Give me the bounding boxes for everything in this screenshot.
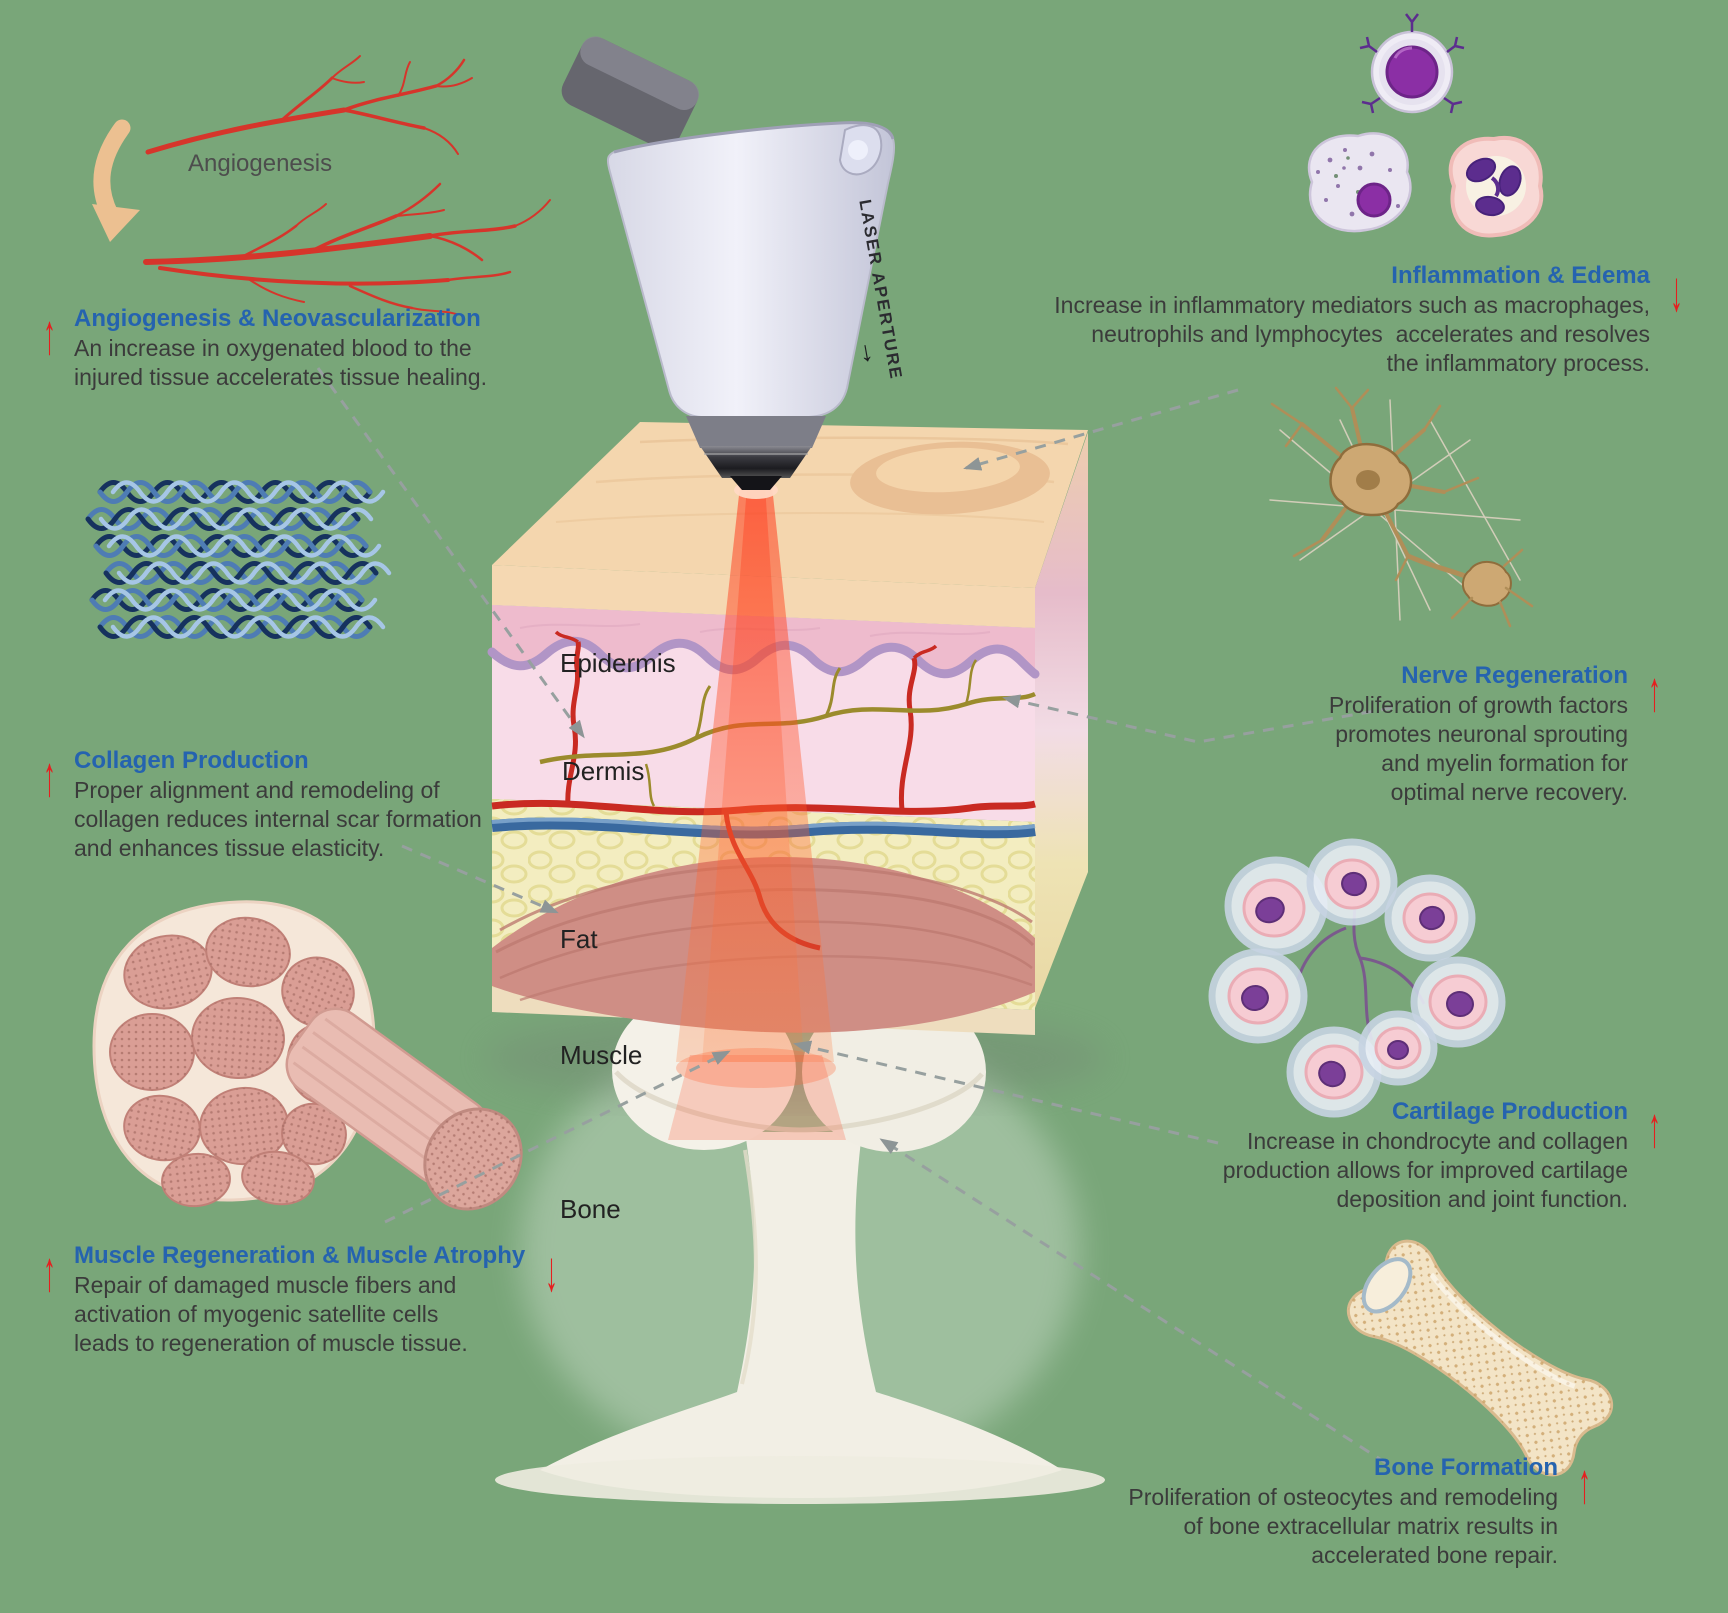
aperture-opening — [730, 476, 782, 490]
connector-inflammation — [963, 388, 1239, 471]
connector-angiogenesis — [316, 367, 585, 739]
up-arrow-icon: ↑ — [43, 746, 56, 809]
vein — [491, 817, 1036, 839]
layer-label-muscle: Muscle — [560, 1040, 643, 1070]
annotation-muscle: ↑ ↓ Muscle Regeneration & Muscle Atrophy… — [43, 1240, 558, 1358]
annotation-angiogenesis: ↑ Angiogenesis & Neovascularization An i… — [43, 303, 487, 392]
connector-cartilage — [793, 1040, 1219, 1145]
bone-illustration — [1346, 1239, 1614, 1477]
angiogenesis-arrow — [92, 119, 140, 242]
nerve-fiber — [539, 691, 1036, 765]
angiogenesis-label: Angiogenesis — [188, 150, 333, 177]
up-arrow-icon: ↑ — [43, 1241, 56, 1304]
laser-beam — [668, 481, 846, 1140]
up-arrow-icon: ↑ — [1578, 1453, 1591, 1516]
neuron-illustration — [1269, 386, 1534, 628]
annotation-title: Muscle Regeneration & Muscle Atrophy — [74, 1242, 526, 1269]
annotation-bone: ↑ Bone Formation Proliferation of osteoc… — [1128, 1452, 1590, 1570]
annotation-collagen: ↑ Collagen Production Proper alignment a… — [43, 745, 482, 863]
cartilage-illustration — [1208, 838, 1506, 1118]
connector-collagen — [401, 844, 559, 914]
layer-label-bone: Bone — [560, 1194, 621, 1224]
down-arrow-icon: ↓ — [545, 1241, 559, 1304]
laser-device — [561, 36, 896, 490]
connector-nerve — [1002, 694, 1393, 744]
annotation-inflammation: ↓ Inflammation & Edema Increase in infla… — [1054, 260, 1683, 378]
annotation-title: Angiogenesis & Neovascularization — [74, 305, 481, 332]
layer-label-fat: Fat — [560, 924, 598, 954]
macrophage-cell — [1307, 132, 1412, 233]
immune-cells-illustration — [1307, 13, 1544, 238]
annotation-title: Inflammation & Edema — [1391, 262, 1650, 289]
annotation-body: Repair of damaged muscle fibers and acti… — [74, 1272, 468, 1356]
lymphocyte-cell — [1359, 13, 1465, 114]
annotation-body: Proliferation of growth factors promotes… — [1328, 692, 1628, 805]
annotation-body: Proliferation of osteocytes and remodeli… — [1128, 1484, 1558, 1568]
connector-muscle — [384, 1050, 731, 1224]
annotation-title: Nerve Regeneration — [1401, 662, 1628, 689]
annotation-title: Collagen Production — [74, 747, 309, 774]
collagen-illustration — [88, 483, 389, 637]
artery — [491, 799, 1036, 816]
up-arrow-icon: ↑ — [1648, 1097, 1661, 1160]
layer-label-dermis: Dermis — [562, 756, 645, 786]
annotation-body: An increase in oxygenated blood to the i… — [74, 335, 487, 390]
annotation-body: Increase in chondrocyte and collagen pro… — [1222, 1128, 1628, 1212]
muscle-illustration — [92, 900, 523, 1211]
down-arrow-icon: ↓ — [1670, 261, 1683, 324]
annotation-nerve: ↑ Nerve Regeneration Proliferation of gr… — [1328, 660, 1661, 807]
up-arrow-icon: ↑ — [1648, 661, 1661, 724]
connector-lines — [316, 367, 1393, 1465]
laser-aperture-arrow-icon: → — [853, 336, 889, 369]
neuron-soma-small — [1462, 561, 1512, 607]
annotation-cartilage: ↑ Cartilage Production Increase in chond… — [1222, 1096, 1661, 1214]
annotation-body: Proper alignment and remodeling of colla… — [74, 777, 482, 861]
up-arrow-icon: ↑ — [43, 304, 56, 367]
neutrophil-cell — [1448, 135, 1544, 238]
angiogenesis-illustration — [143, 55, 551, 315]
annotation-body: Increase in inflammatory mediators such … — [1054, 292, 1650, 376]
layer-label-epidermis: Epidermis — [560, 648, 676, 678]
annotation-title: Bone Formation — [1374, 1454, 1558, 1481]
annotation-title: Cartilage Production — [1391, 1098, 1628, 1125]
